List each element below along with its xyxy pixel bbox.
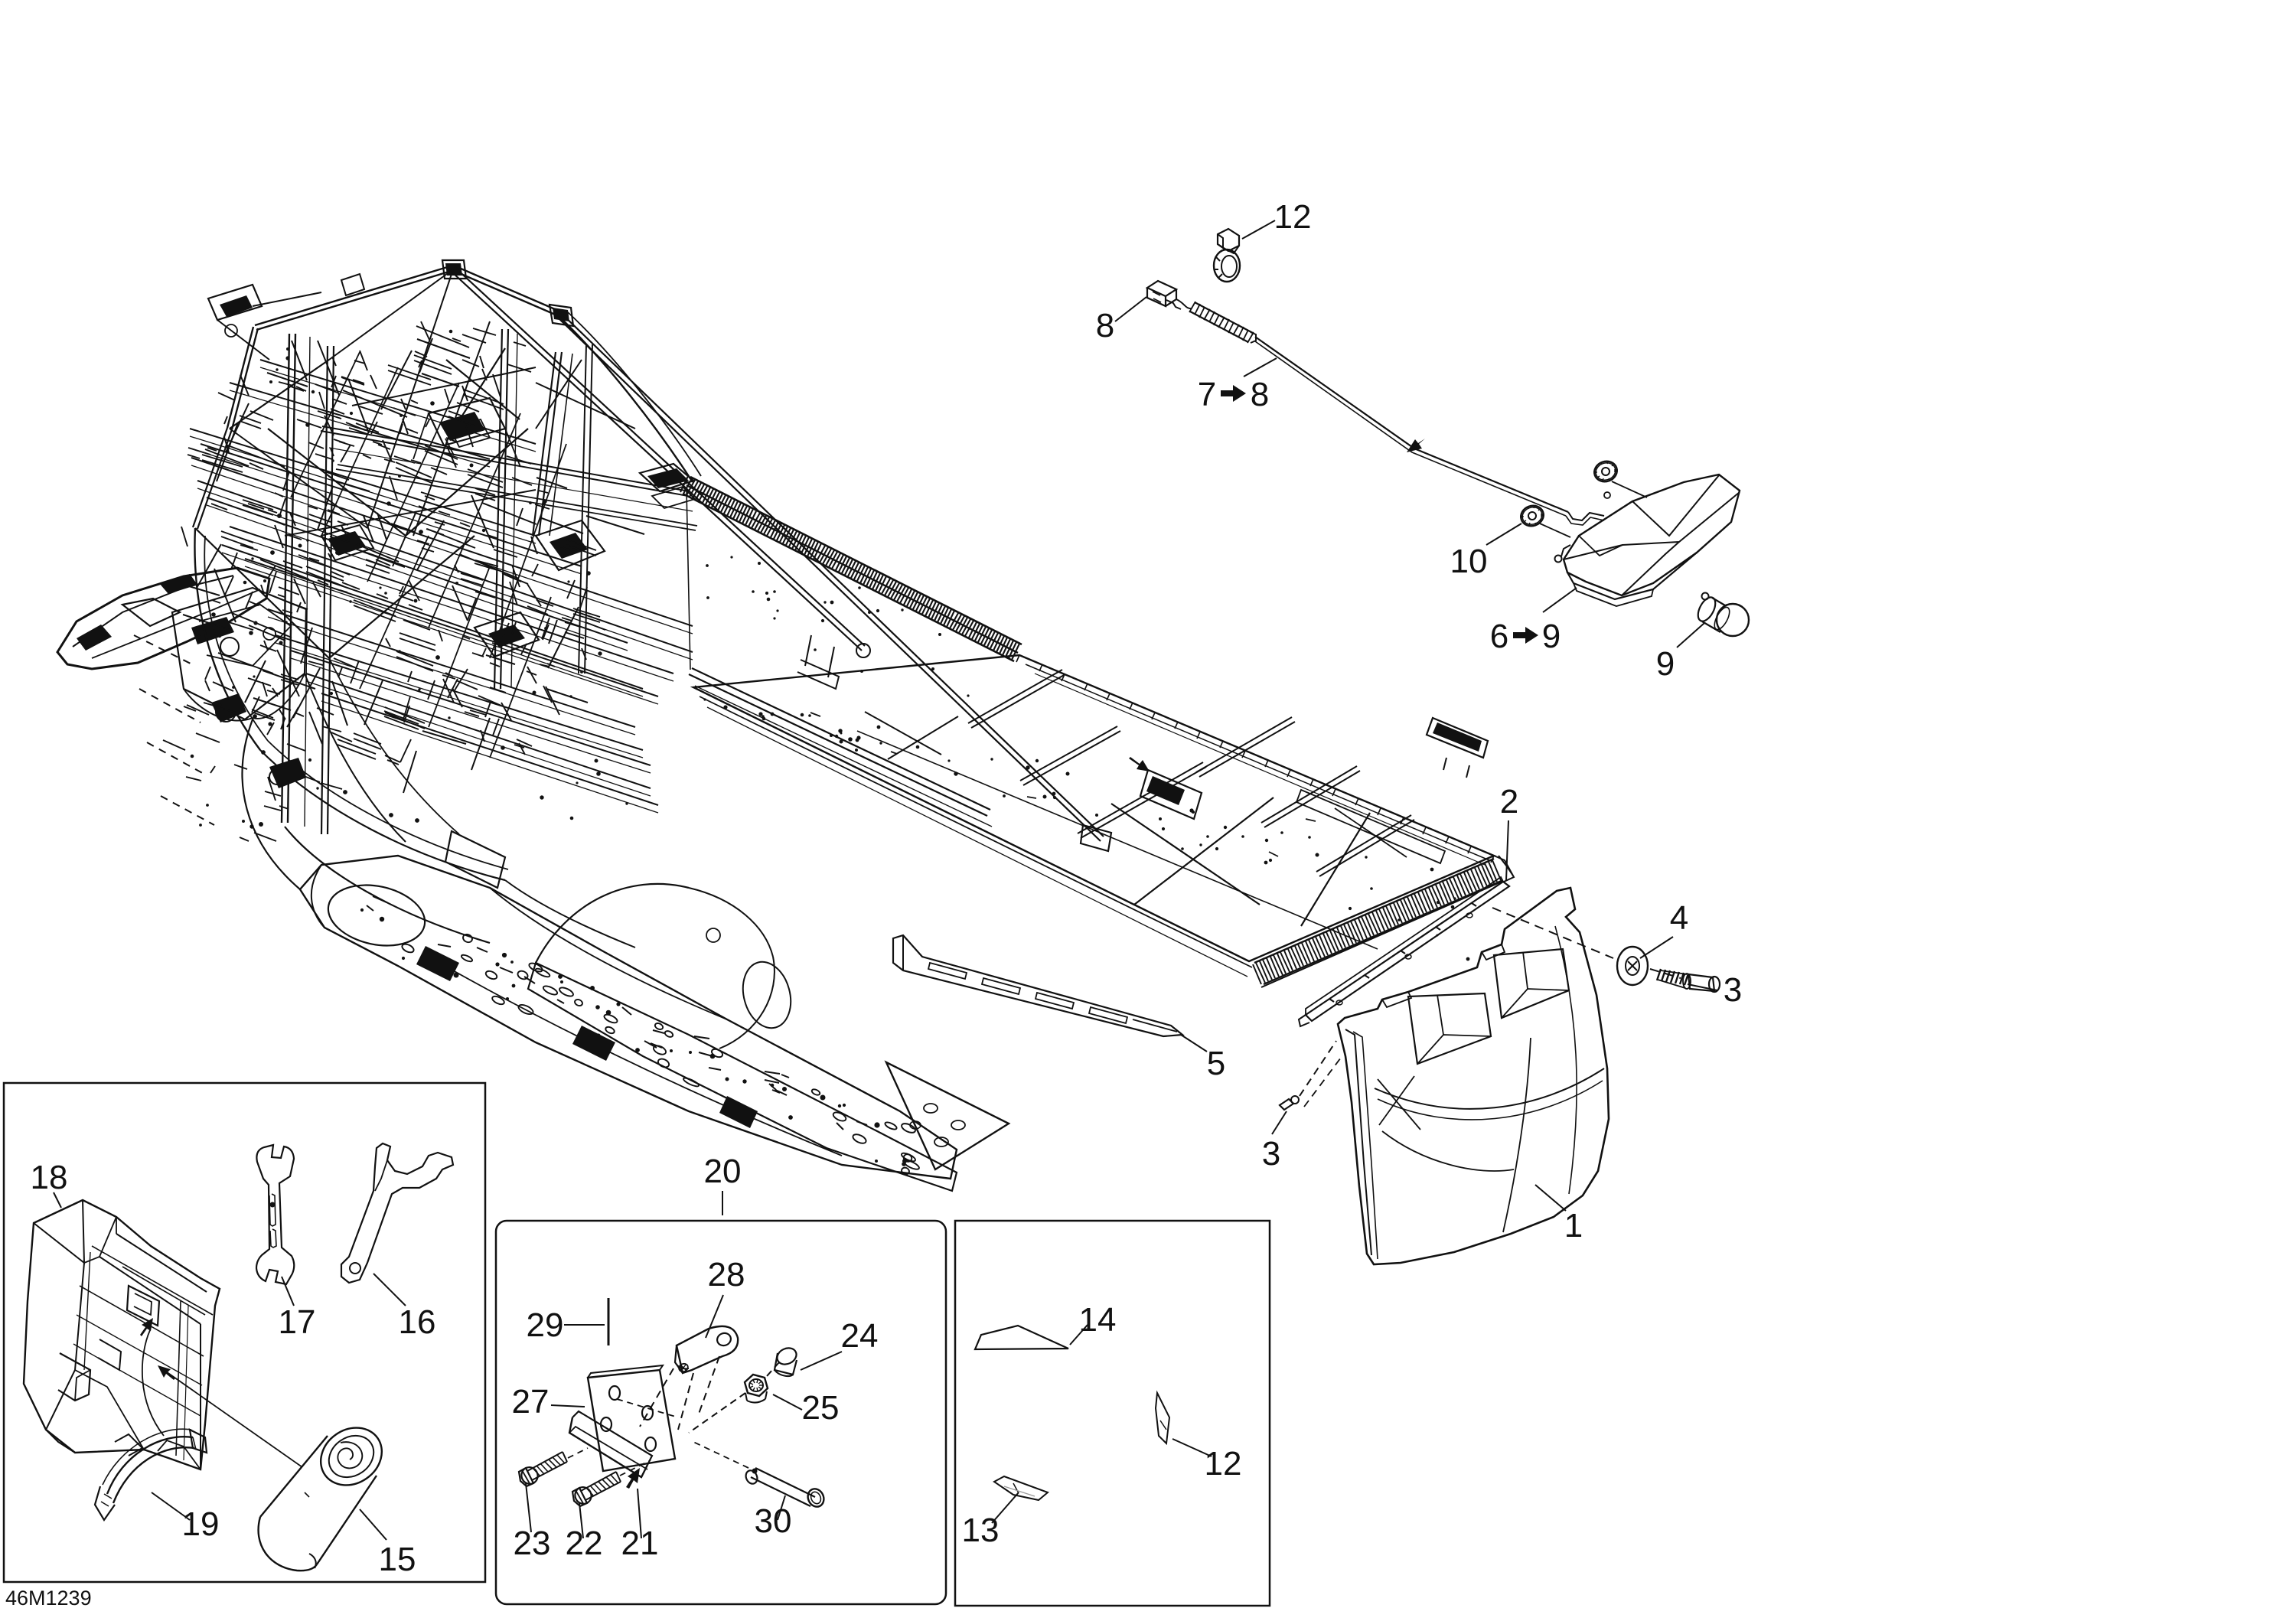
svg-text:7: 7 (1198, 376, 1216, 413)
svg-text:12: 12 (1274, 198, 1312, 236)
svg-text:5: 5 (1207, 1045, 1225, 1082)
svg-text:9: 9 (1542, 618, 1561, 655)
svg-text:12: 12 (1205, 1445, 1242, 1482)
svg-text:14: 14 (1079, 1301, 1117, 1339)
svg-text:25: 25 (802, 1389, 840, 1427)
svg-text:20: 20 (704, 1153, 742, 1190)
svg-text:30: 30 (755, 1502, 792, 1540)
svg-text:16: 16 (399, 1303, 436, 1341)
svg-text:10: 10 (1450, 543, 1488, 580)
svg-text:4: 4 (1670, 899, 1688, 937)
svg-text:3: 3 (1724, 971, 1742, 1009)
svg-text:19: 19 (182, 1505, 220, 1543)
svg-text:27: 27 (512, 1383, 550, 1420)
svg-text:18: 18 (31, 1159, 68, 1196)
svg-text:28: 28 (708, 1256, 745, 1293)
svg-text:6: 6 (1490, 618, 1508, 655)
svg-text:21: 21 (621, 1525, 659, 1562)
svg-text:8: 8 (1096, 307, 1114, 344)
svg-text:13: 13 (962, 1512, 1000, 1549)
svg-text:29: 29 (527, 1306, 564, 1344)
svg-text:3: 3 (1262, 1135, 1280, 1173)
svg-text:1: 1 (1564, 1207, 1583, 1244)
svg-text:23: 23 (514, 1525, 551, 1562)
svg-text:8: 8 (1251, 376, 1269, 413)
svg-text:22: 22 (566, 1525, 603, 1562)
svg-text:24: 24 (841, 1317, 879, 1355)
svg-text:46M1239: 46M1239 (5, 1587, 92, 1608)
svg-text:9: 9 (1656, 645, 1675, 683)
svg-text:2: 2 (1500, 783, 1518, 820)
svg-text:17: 17 (279, 1303, 316, 1341)
svg-text:15: 15 (379, 1541, 416, 1578)
